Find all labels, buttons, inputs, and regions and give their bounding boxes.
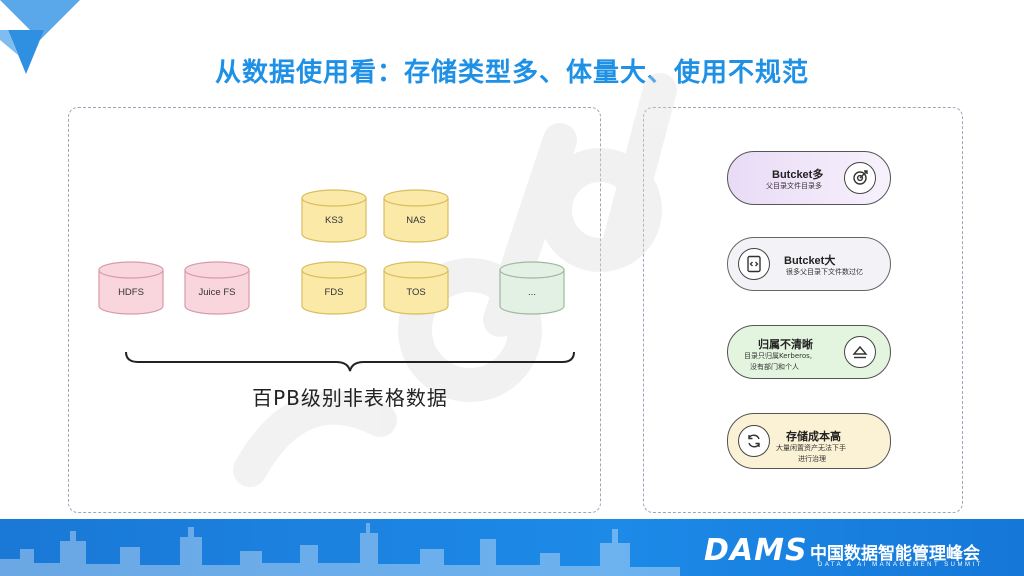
corner-logo-icon bbox=[0, 0, 80, 74]
cylinder-hdfs: HDFS bbox=[98, 261, 164, 315]
cylinder-label: KS3 bbox=[325, 215, 343, 226]
cylinder-more: ... bbox=[499, 261, 565, 315]
eject-icon bbox=[844, 336, 876, 368]
dams-logo: DAMS bbox=[704, 533, 808, 568]
cylinder-label: NAS bbox=[406, 215, 426, 226]
cylinder-tos: TOS bbox=[383, 261, 449, 315]
footer-banner: DAMS 中国数据智能管理峰会 DATA & AI MANAGEMENT SUM… bbox=[0, 519, 1024, 576]
summit-name: 中国数据智能管理峰会 bbox=[810, 544, 980, 564]
problem-title: 存储成本高 bbox=[786, 431, 841, 443]
curly-brace-icon bbox=[125, 351, 575, 372]
problem-desc-line2: 没有部门和个人 bbox=[750, 363, 799, 371]
cylinder-ks3: KS3 bbox=[301, 189, 367, 243]
code-file-icon bbox=[738, 248, 770, 280]
problem-desc-line2: 进行治理 bbox=[798, 455, 826, 463]
city-skyline-graphic bbox=[0, 523, 680, 576]
problem-bucket-many: Butcket多 父目录文件目录多 bbox=[727, 151, 891, 205]
problem-storage-cost: 存储成本高 大量闲置资产无法下手 进行治理 bbox=[727, 413, 891, 469]
problem-desc-line1: 目录只归属Kerberos, bbox=[744, 352, 813, 360]
problem-desc: 很多父目录下文件数过亿 bbox=[786, 268, 863, 276]
page-title: 从数据使用看：存储类型多、体量大、使用不规范 bbox=[214, 58, 809, 88]
cylinder-label: FDS bbox=[324, 287, 344, 298]
cylinder-nas: NAS bbox=[383, 189, 449, 243]
cylinder-label: HDFS bbox=[118, 287, 144, 298]
cylinder-label: Juice FS bbox=[198, 287, 236, 298]
cylinder-fds: FDS bbox=[301, 261, 367, 315]
cylinder-label: ... bbox=[528, 287, 536, 298]
problem-ownership-unclear: 归属不清晰 目录只归属Kerberos, 没有部门和个人 bbox=[727, 325, 891, 379]
brace-caption: 百PB级别非表格数据 bbox=[252, 386, 448, 410]
problem-title: Butcket大 bbox=[784, 255, 836, 267]
cylinder-juicefs: Juice FS bbox=[184, 261, 250, 315]
target-icon bbox=[844, 162, 876, 194]
summit-subtitle: DATA & AI MANAGEMENT SUMMIT bbox=[818, 562, 983, 568]
problem-bucket-large: Butcket大 很多父目录下文件数过亿 bbox=[727, 237, 891, 291]
problem-desc-line1: 大量闲置资产无法下手 bbox=[776, 444, 846, 452]
cylinder-label: TOS bbox=[406, 287, 426, 298]
refresh-icon bbox=[738, 425, 770, 457]
problem-desc: 父目录文件目录多 bbox=[766, 182, 822, 190]
problem-title: Butcket多 bbox=[772, 169, 824, 181]
problem-title: 归属不清晰 bbox=[758, 339, 813, 351]
